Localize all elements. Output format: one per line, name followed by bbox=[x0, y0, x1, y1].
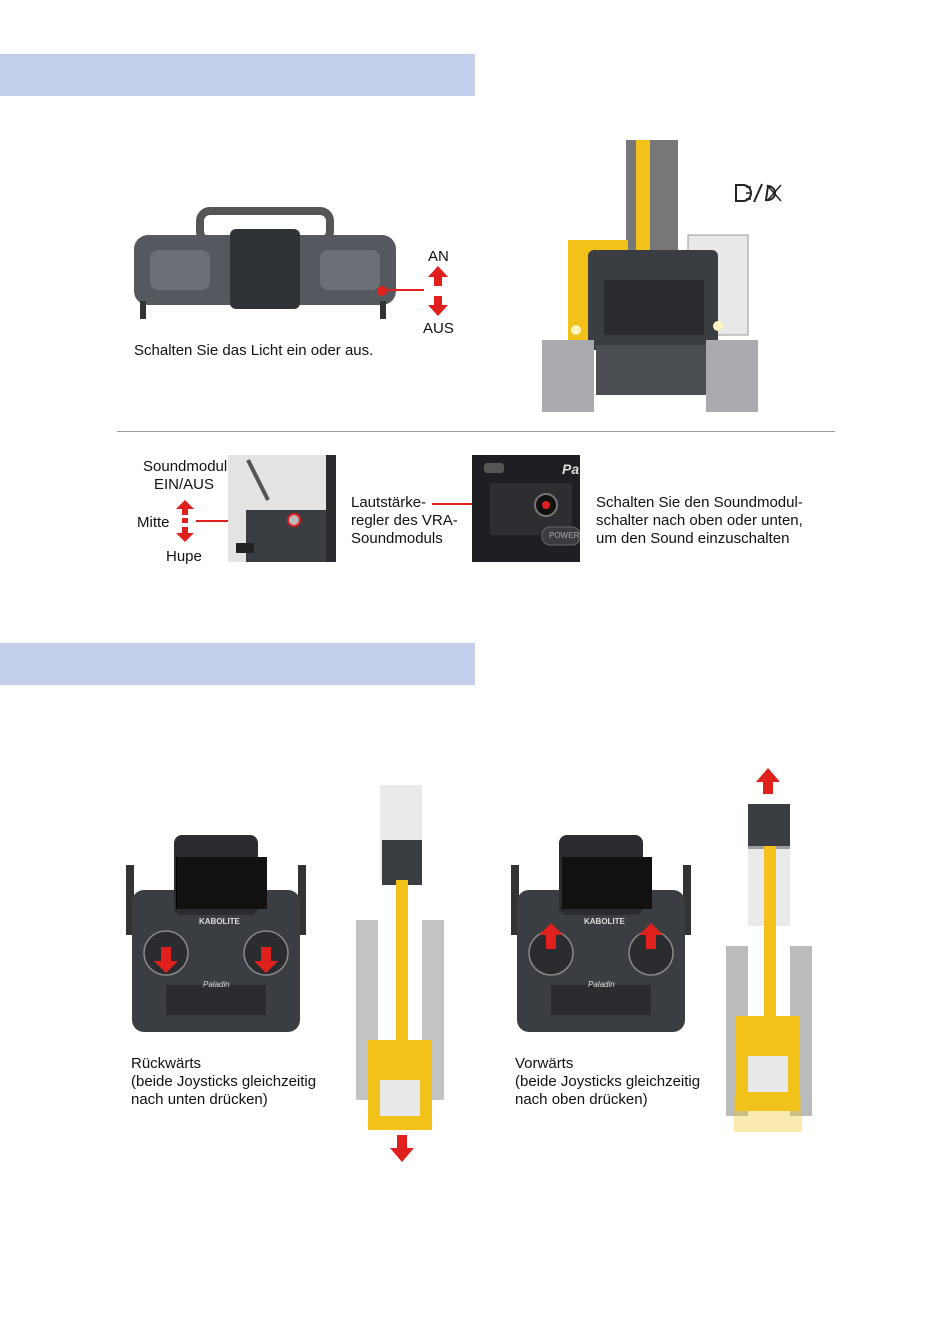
backward-caption-line1: Rückwärts bbox=[131, 1055, 202, 1072]
light-switch-pointer-line bbox=[382, 289, 424, 291]
remote-forward-image bbox=[511, 835, 691, 1035]
section-divider bbox=[117, 431, 835, 432]
section-header-banner-2 bbox=[0, 643, 475, 685]
switch-off-label: AUS bbox=[423, 320, 454, 337]
switch-on-label: AN bbox=[428, 248, 449, 265]
remote-brand-right: KABOLITE bbox=[584, 917, 625, 926]
excavator-front-image bbox=[538, 140, 760, 415]
sound-switch-label-line2: EIN/AUS bbox=[154, 476, 215, 493]
remote-model-right: Paladin bbox=[588, 980, 615, 989]
backward-caption-line3: nach unten drücken) bbox=[131, 1091, 268, 1108]
forward-caption-line3: nach oben drücken) bbox=[515, 1091, 648, 1108]
power-label: POWER bbox=[549, 531, 580, 540]
light-on-off-icon bbox=[734, 182, 784, 204]
sound-instruction-line3: um den Sound einzuschalten bbox=[596, 530, 790, 547]
remote-brand-left: KABOLITE bbox=[199, 917, 240, 926]
sound-instruction-line1: Schalten Sie den Soundmodul- bbox=[596, 494, 803, 511]
up-down-arrow-icon bbox=[428, 266, 448, 316]
section-header-banner-1 bbox=[0, 54, 475, 96]
sound-switch-photo bbox=[228, 455, 336, 562]
light-caption: Schalten Sie das Licht ein oder aus. bbox=[134, 342, 374, 359]
volume-label-line1: Lautstärke- bbox=[351, 494, 427, 511]
transmitter-front-image bbox=[130, 205, 400, 325]
volume-knob-photo: Pa POWER bbox=[472, 455, 580, 562]
middle-label: Mitte bbox=[137, 514, 170, 531]
remote-backward-image bbox=[126, 835, 306, 1035]
volume-label-line2: regler des VRA- bbox=[351, 512, 458, 529]
backward-caption-line2: (beide Joysticks gleichzeitig bbox=[131, 1073, 317, 1090]
sound-instruction-line2: schalter nach oben oder unten, bbox=[596, 512, 803, 529]
sound-switch-label-line1: Soundmodul bbox=[143, 458, 228, 475]
remote-model-left: Paladin bbox=[203, 980, 230, 989]
forward-caption-line2: (beide Joysticks gleichzeitig bbox=[515, 1073, 701, 1090]
excavator-forward-image bbox=[718, 766, 818, 1136]
excavator-backward-image bbox=[350, 780, 450, 1165]
horn-label: Hupe bbox=[166, 548, 202, 565]
volume-label-line3: Soundmoduls bbox=[351, 530, 443, 547]
panel-brand-fragment: Pa bbox=[562, 461, 580, 477]
three-position-arrow-icon bbox=[176, 500, 194, 542]
forward-caption-line1: Vorwärts bbox=[515, 1055, 574, 1072]
